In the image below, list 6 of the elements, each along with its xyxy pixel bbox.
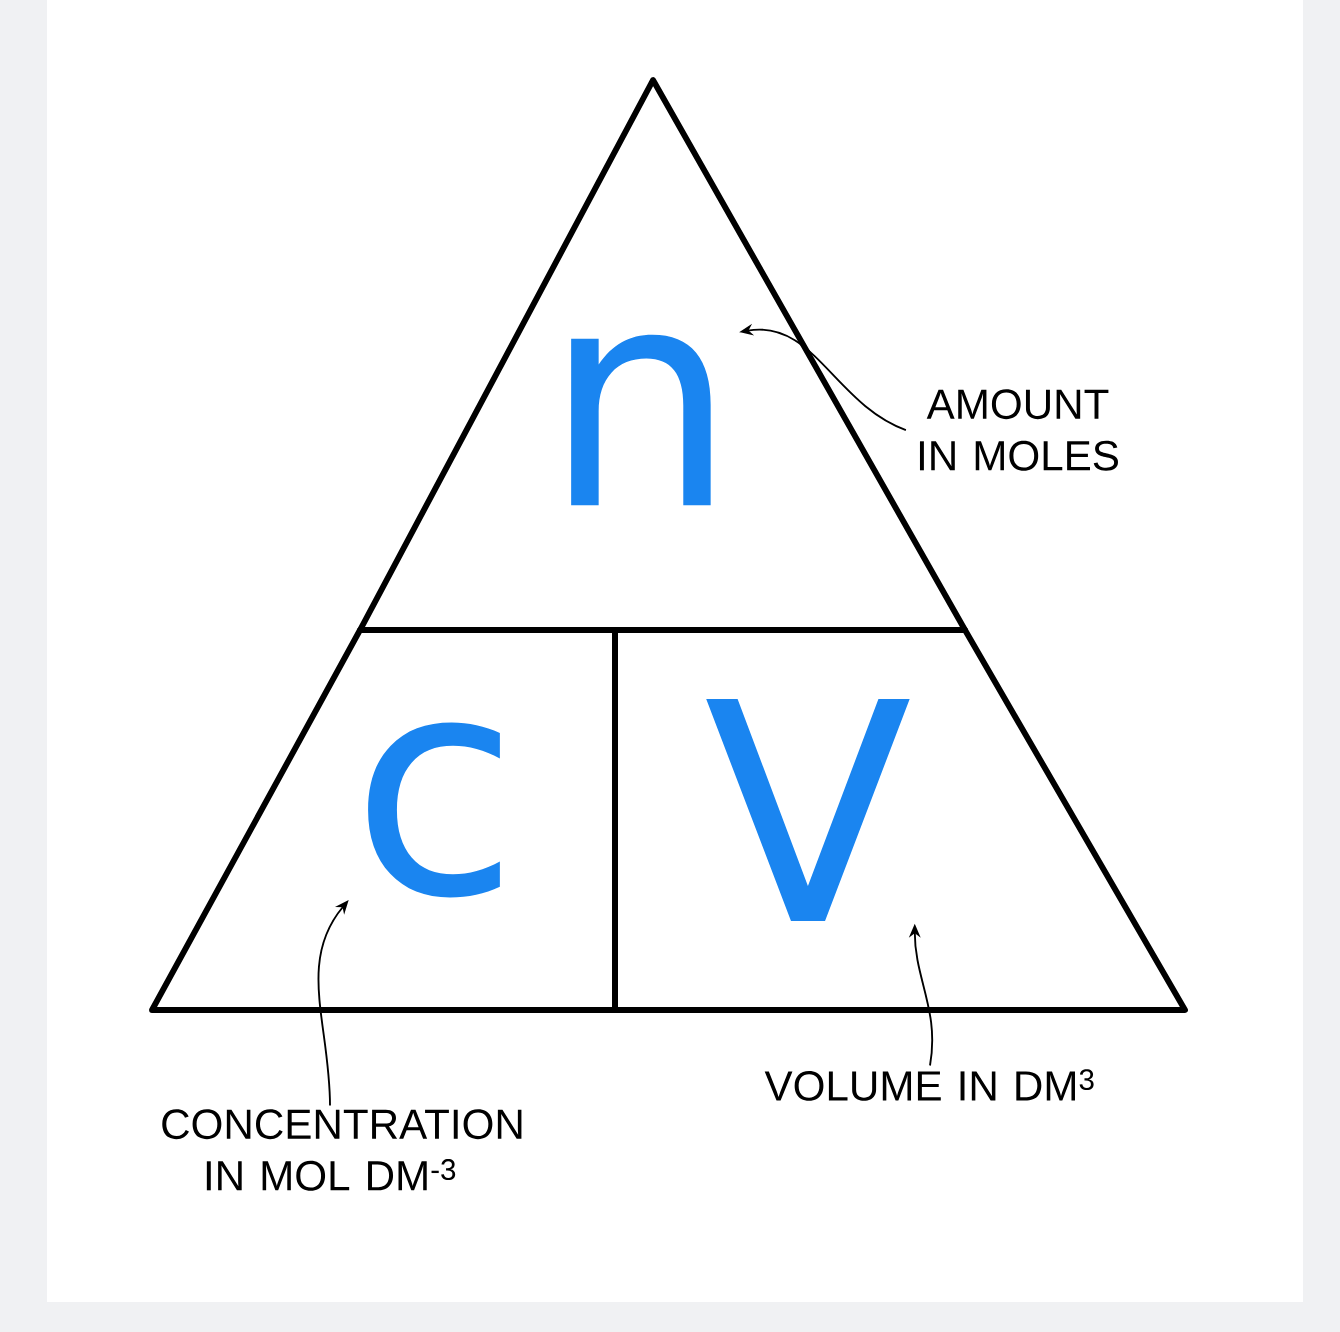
triangle-section: V: [612, 627, 1188, 1013]
annotation-label: AMOUNT IN MOLES: [919, 389, 1118, 471]
annotation-label: VOLUME IN DM$^{3}$: [764, 1069, 1094, 1101]
triangle-section: c: [149, 627, 618, 1013]
annotation-label: CONCENTRATION IN MOL DM$^{-3}$: [162, 1109, 522, 1191]
leader-arrow: [317, 900, 349, 1107]
